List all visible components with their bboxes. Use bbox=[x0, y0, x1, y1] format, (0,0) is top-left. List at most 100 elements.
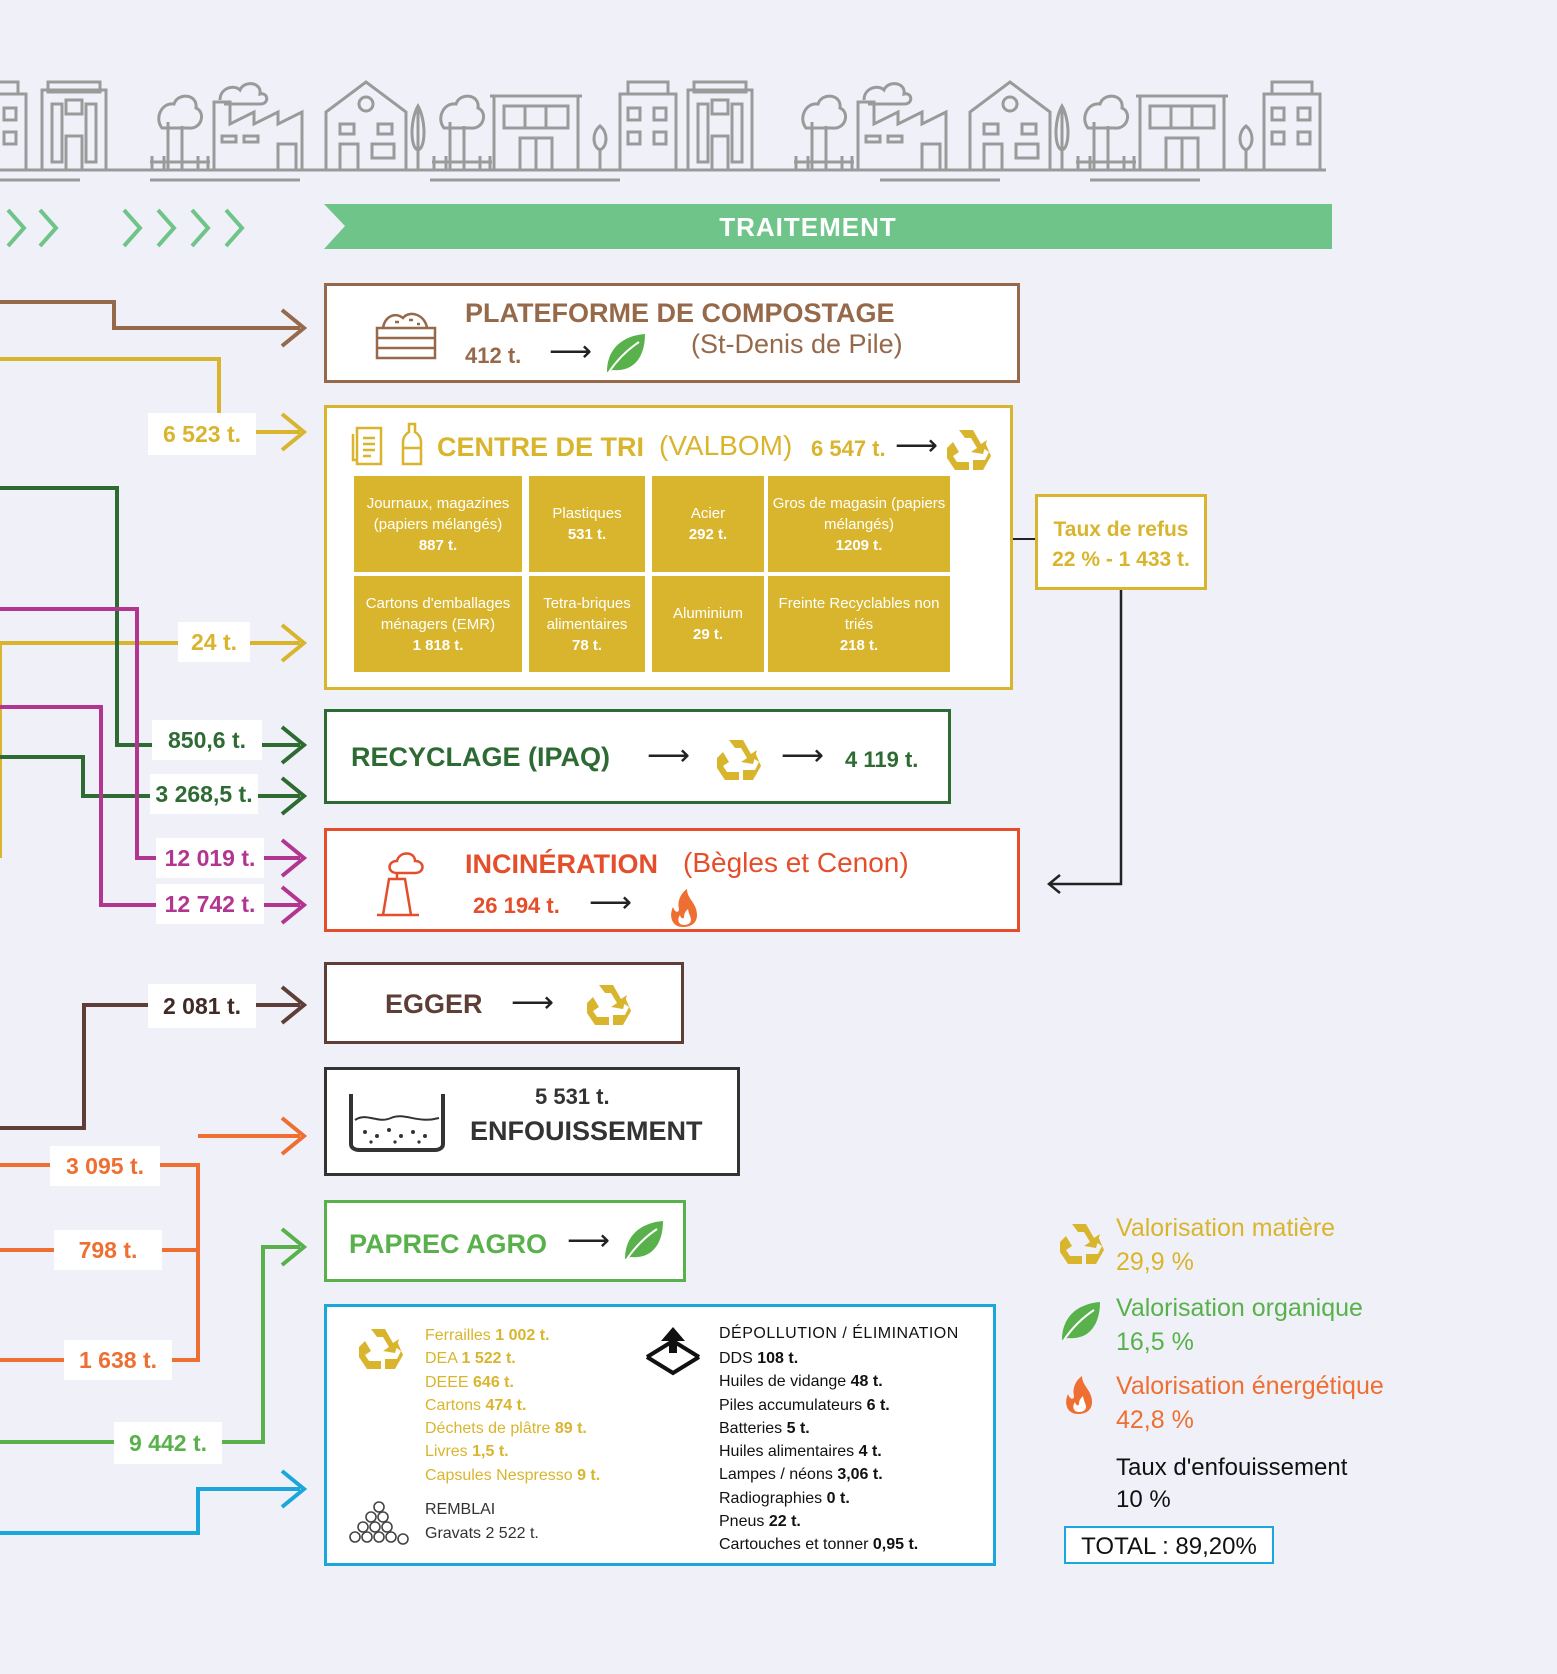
cell-value: 292 t. bbox=[688, 526, 728, 543]
cell-name: Acier bbox=[690, 505, 726, 522]
tri-tonnage: 6 547 t. bbox=[811, 436, 886, 461]
legend-enfouissement-label: Taux d'enfouissement bbox=[1116, 1454, 1348, 1481]
paprec-arrow: ⟶ bbox=[567, 1224, 611, 1257]
cell-name: Tetra-briques alimentaires bbox=[543, 594, 631, 633]
recyclage-title: RECYCLAGE (IPAQ) bbox=[351, 742, 611, 772]
recycle-icon bbox=[947, 430, 991, 470]
compostage-tonnage: 412 t. bbox=[465, 343, 522, 368]
legend-matiere-label: Valorisation matière bbox=[1116, 1214, 1336, 1242]
paprec-agro-box: PAPREC AGRO ⟶ bbox=[324, 1200, 686, 1282]
list-item: Capsules Nespresso 9 t. bbox=[425, 1466, 601, 1484]
flame-icon bbox=[1066, 1376, 1092, 1414]
list-item: Lampes / néons 3,06 t. bbox=[719, 1466, 883, 1484]
recyclage-arrow-1: ⟶ bbox=[647, 739, 691, 772]
list-item: Pneus 22 t. bbox=[719, 1513, 801, 1531]
recycled-list: Ferrailles 1 002 t. DEA 1 522 t. DEEE 64… bbox=[425, 1324, 600, 1487]
list-item: DEA 1 522 t. bbox=[425, 1350, 516, 1368]
cell-name: Cartons d'emballages ménagers (EMR) bbox=[365, 594, 511, 633]
enfouissement-box: 5 531 t. ENFOUISSEMENT bbox=[324, 1067, 740, 1176]
flow-label-9442: 9 442 t. bbox=[114, 1422, 222, 1464]
legend-total: TOTAL : 89,20% bbox=[1064, 1526, 1274, 1564]
recycle-icon bbox=[717, 740, 761, 780]
cell-name: Freinte Recyclables non triés bbox=[778, 594, 940, 633]
flame-icon bbox=[671, 889, 697, 927]
legend-enfouissement-value: 10 % bbox=[1116, 1486, 1171, 1513]
flow-label-12019: 12 019 t. bbox=[156, 838, 264, 878]
cell-value: 78 t. bbox=[571, 636, 602, 654]
tri-cell-journaux: Journaux, magazines (papiers mélangés) 88… bbox=[354, 476, 522, 572]
list-item: Huiles de vidange 48 t. bbox=[719, 1373, 883, 1391]
recycle-icon bbox=[359, 1329, 403, 1369]
cell-value: 531 t. bbox=[567, 526, 607, 543]
cell-value: 1209 t. bbox=[835, 536, 883, 554]
leaf-icon bbox=[607, 334, 645, 373]
legend-matiere-value: 29,9 % bbox=[1116, 1248, 1194, 1276]
recyclage-arrow-2: ⟶ bbox=[781, 739, 825, 772]
cell-value: 29 t. bbox=[692, 626, 723, 643]
cell-name: Journaux, magazines (papiers mélangés) bbox=[366, 494, 510, 533]
town-skyline-icon bbox=[0, 80, 1326, 182]
leaf-icon bbox=[625, 1221, 663, 1260]
landfill-icon bbox=[349, 1094, 445, 1152]
compostage-title: PLATEFORME DE COMPOSTAGE bbox=[465, 298, 895, 328]
traitement-banner bbox=[324, 204, 1332, 249]
compost-crate-icon bbox=[375, 312, 437, 360]
flow-label-24: 24 t. bbox=[178, 622, 250, 662]
tri-cell-tetra: Tetra-briques alimentaires 78 t. bbox=[529, 576, 645, 672]
flow-label-12742: 12 742 t. bbox=[156, 884, 264, 924]
cell-value: 887 t. bbox=[418, 536, 458, 554]
tri-title: CENTRE DE TRI bbox=[437, 432, 645, 462]
flow-label-3268: 3 268,5 t. bbox=[150, 774, 258, 814]
flow-label-1638: 1 638 t. bbox=[64, 1340, 172, 1380]
legend-organique-value: 16,5 % bbox=[1116, 1328, 1194, 1356]
list-item: Déchets de plâtre 89 t. bbox=[425, 1420, 587, 1438]
refus-line1: Taux de refus bbox=[1053, 518, 1189, 541]
decheterie-box: Ferrailles 1 002 t. DEA 1 522 t. DEEE 64… bbox=[324, 1304, 996, 1566]
compostage-location: (St-Denis de Pile) bbox=[691, 329, 903, 359]
tri-cell-acier: Acier 292 t. bbox=[652, 476, 764, 572]
legend-energetique-value: 42,8 % bbox=[1116, 1406, 1194, 1434]
egger-title: EGGER bbox=[385, 989, 483, 1019]
tri-operator: (VALBOM) bbox=[659, 430, 793, 461]
list-item: Piles accumulateurs 6 t. bbox=[719, 1396, 890, 1414]
compostage-box: PLATEFORME DE COMPOSTAGE 412 t. ⟶ (St-De… bbox=[324, 283, 1020, 383]
cell-name: Plastiques bbox=[552, 505, 622, 522]
banner-title: TRAITEMENT bbox=[719, 212, 897, 242]
legend-energetique-label: Valorisation énergétique bbox=[1116, 1372, 1384, 1400]
tri-cell-gros-magasin: Gros de magasin (papiers mélangés) 1209 t… bbox=[768, 476, 950, 572]
bottle-icon bbox=[401, 422, 423, 466]
leaf-icon bbox=[1062, 1302, 1100, 1341]
compostage-arrow: ⟶ bbox=[549, 335, 593, 368]
enfouissement-title: ENFOUISSEMENT bbox=[470, 1116, 703, 1146]
refus-box: Taux de refus 22 % - 1 433 t. bbox=[1035, 494, 1207, 590]
list-item: DDS 108 t. bbox=[719, 1350, 799, 1367]
remblai-value: Gravats 2 522 t. bbox=[425, 1525, 539, 1542]
cell-name: Gros de magasin (papiers mélangés) bbox=[772, 494, 946, 533]
recycle-icon bbox=[587, 985, 631, 1025]
incineration-location: (Bègles et Cenon) bbox=[683, 847, 909, 878]
recycle-icon bbox=[1060, 1224, 1104, 1264]
enfouissement-tonnage: 5 531 t. bbox=[535, 1084, 610, 1109]
remblai-title: REMBLAI bbox=[425, 1501, 496, 1518]
flow-label-798: 798 t. bbox=[54, 1230, 162, 1270]
list-item: Radiographies 0 t. bbox=[719, 1489, 850, 1507]
tri-cell-plastiques: Plastiques 531 t. bbox=[529, 476, 645, 572]
depollution-list: DDS 108 t. Huiles de vidange 48 t. Piles… bbox=[719, 1347, 918, 1557]
tri-cell-cartons: Cartons d'emballages ménagers (EMR) 1 818… bbox=[354, 576, 522, 672]
cell-value: 1 818 t. bbox=[412, 636, 464, 654]
chevrons-icon bbox=[6, 208, 245, 248]
incineration-tonnage: 26 194 t. bbox=[473, 893, 560, 918]
incineration-title: INCINÉRATION bbox=[465, 849, 658, 879]
list-item: Ferrailles 1 002 t. bbox=[425, 1327, 550, 1344]
incineration-arrow: ⟶ bbox=[589, 886, 633, 919]
incinerator-icon bbox=[377, 852, 424, 917]
list-item: Batteries 5 t. bbox=[719, 1419, 810, 1437]
flow-label-6523: 6 523 t. bbox=[148, 413, 256, 455]
gravel-icon bbox=[349, 1501, 409, 1545]
legend-organique-label: Valorisation organique bbox=[1116, 1294, 1363, 1322]
tri-arrow: ⟶ bbox=[895, 429, 939, 462]
